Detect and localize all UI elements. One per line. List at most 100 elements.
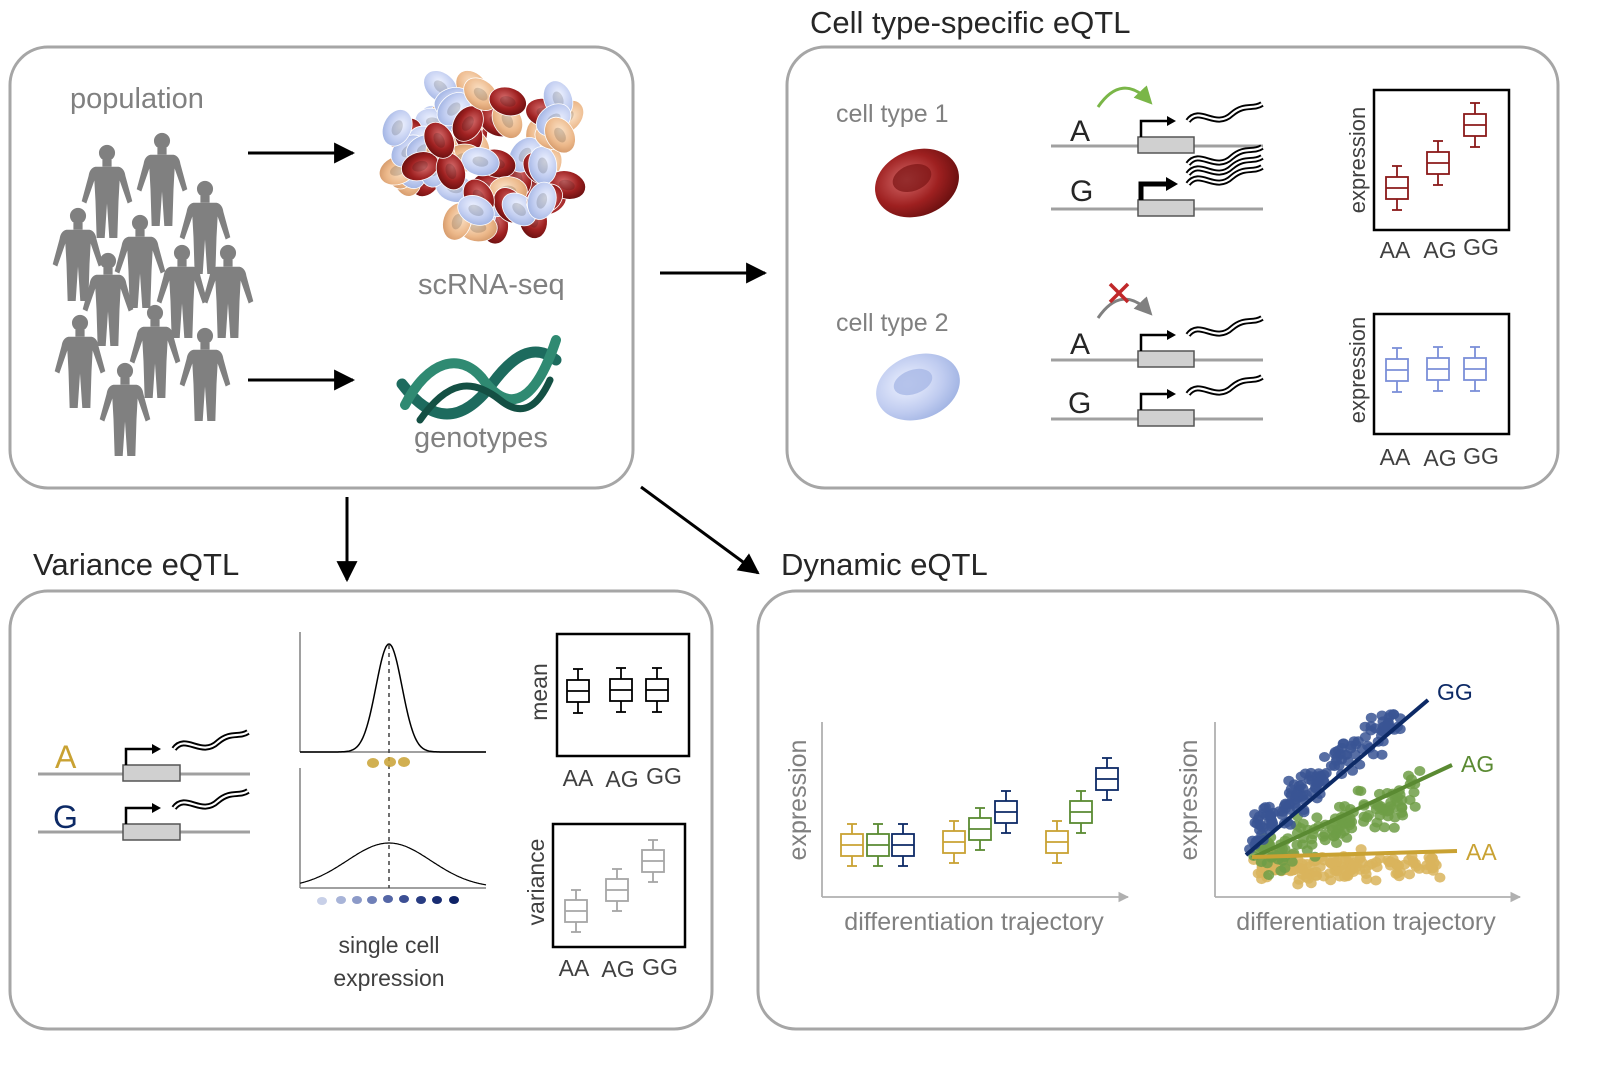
- scatter-point: [1273, 806, 1285, 817]
- y-axis-label: expression: [1175, 740, 1203, 861]
- overview-panel: [8, 45, 635, 490]
- boxplot-box: [1426, 140, 1450, 186]
- scrna-label: scRNA-seq: [418, 269, 565, 301]
- scatter-point: [1319, 752, 1330, 762]
- celltype2-boxplot: expression AA AG GG: [1345, 312, 1511, 471]
- cell-type-2-label: cell type 2: [836, 309, 949, 337]
- mean-axis-label: mean: [526, 663, 552, 721]
- variance-gene-diagram: A G: [38, 729, 250, 841]
- gene-box: [1137, 199, 1195, 217]
- cell-type-1-label: cell type 1: [836, 100, 949, 128]
- wide-distribution-curve: [299, 842, 487, 886]
- variance-boxplot: variance AA AG GG: [523, 822, 687, 982]
- boxplot-box: [609, 667, 633, 713]
- blood-cell-icon: [526, 181, 557, 220]
- scatter-point: [1328, 831, 1340, 842]
- ag-trend-line: [1251, 763, 1453, 860]
- scatter-point: [1266, 819, 1278, 830]
- aa-series-label: AA: [1466, 839, 1497, 865]
- dynamic-scatter: expression differentiation trajectory GG…: [1175, 679, 1522, 936]
- scatter-point: [1306, 775, 1318, 786]
- scatter-point: [1376, 749, 1388, 760]
- boxplot-box: [968, 807, 992, 851]
- genotype-tick-ag: AG: [1423, 237, 1456, 263]
- person-icon: [81, 144, 133, 238]
- promoter-arrow-icon: [124, 747, 153, 765]
- allele-g-label: G: [1070, 175, 1093, 208]
- promoter-arrow-icon: [124, 806, 153, 824]
- scatter-point: [1291, 839, 1303, 850]
- person-icon: [82, 252, 134, 346]
- scatter-point: [1396, 802, 1408, 813]
- scatter-point: [1352, 736, 1364, 747]
- dna-helix-icon: [396, 335, 562, 424]
- boxplot-box: [1045, 820, 1069, 864]
- flow-arrows: [248, 142, 768, 583]
- boxplot-box: [866, 823, 890, 867]
- boxplot-box: [1095, 757, 1119, 801]
- person-icon: [136, 132, 188, 226]
- scatter-point: [1295, 823, 1307, 833]
- ag-series-label: AG: [1461, 751, 1494, 777]
- scatter-point: [1286, 856, 1298, 867]
- scatter-point: [1329, 761, 1340, 772]
- scatter-point: [1388, 822, 1400, 833]
- scatter-point: [1370, 875, 1382, 886]
- navy-cell-dots: [317, 895, 459, 905]
- blood-cell-icon: [457, 195, 495, 226]
- boxplot-box: [605, 868, 629, 912]
- blood-cell-icon: [488, 86, 527, 117]
- mean-boxplot: mean AA AG GG: [526, 632, 691, 792]
- scatter-point: [1385, 709, 1396, 720]
- dynamic-panel: [756, 589, 1560, 1031]
- genotype-tick-gg: GG: [1463, 443, 1499, 469]
- scatter-point: [1355, 786, 1367, 797]
- genotype-tick-gg: GG: [642, 954, 678, 980]
- scatter-point: [1426, 853, 1438, 863]
- blue-cell-icon: [876, 353, 960, 421]
- arrow-to-dynamic: [640, 485, 760, 575]
- scatter-point: [1283, 775, 1295, 786]
- dynamic-panel-title: Dynamic eQTL: [781, 547, 988, 582]
- boxplot-box: [994, 790, 1018, 834]
- scatter-point: [1408, 787, 1420, 798]
- person-icon: [114, 214, 166, 308]
- population-label: population: [70, 83, 204, 115]
- boxplot-box: [1463, 102, 1487, 148]
- allele-g-label: G: [53, 799, 78, 835]
- blocked-x-icon: [1108, 282, 1130, 304]
- celltype1-boxplot: expression AA AG GG: [1345, 88, 1511, 263]
- y-axis-label: expression: [784, 740, 812, 861]
- dynamic-boxplot: expression differentiation trajectory: [784, 722, 1130, 936]
- blood-cell-icon: [544, 116, 576, 154]
- gene-box: [122, 764, 181, 782]
- scatter-point: [1345, 743, 1357, 754]
- scatter-point: [1365, 721, 1377, 732]
- scatter-point: [1404, 869, 1415, 880]
- promoter-arrow-icon: [1139, 333, 1168, 351]
- allele-g-label: G: [1068, 387, 1091, 420]
- scatter-point: [1338, 826, 1350, 837]
- genotype-tick-ag: AG: [601, 956, 634, 982]
- person-icon: [99, 362, 151, 456]
- gene-box: [122, 823, 181, 841]
- boxplot-box: [1426, 346, 1450, 392]
- promoter-arrow-icon: [1139, 119, 1168, 137]
- blood-cell-icon: [435, 152, 466, 191]
- scatter-point: [1259, 802, 1271, 813]
- scatter-point: [1355, 844, 1367, 855]
- boxplot-box: [566, 668, 590, 714]
- y-axis-label: expression: [1345, 317, 1370, 423]
- scatter-point: [1263, 870, 1275, 880]
- scatter-point: [1409, 801, 1421, 812]
- boxplot-box: [1385, 347, 1409, 393]
- scatter-point: [1329, 748, 1341, 759]
- genotypes-label: genotypes: [414, 422, 548, 454]
- expression-label: expression: [333, 965, 444, 991]
- genotype-tick-gg: GG: [646, 763, 682, 789]
- single-cell-distributions: single cell expression: [299, 632, 487, 991]
- scatter-point: [1378, 822, 1390, 833]
- scatter-point: [1354, 864, 1366, 875]
- plot-frame: [551, 822, 687, 949]
- scatter-point: [1365, 712, 1377, 723]
